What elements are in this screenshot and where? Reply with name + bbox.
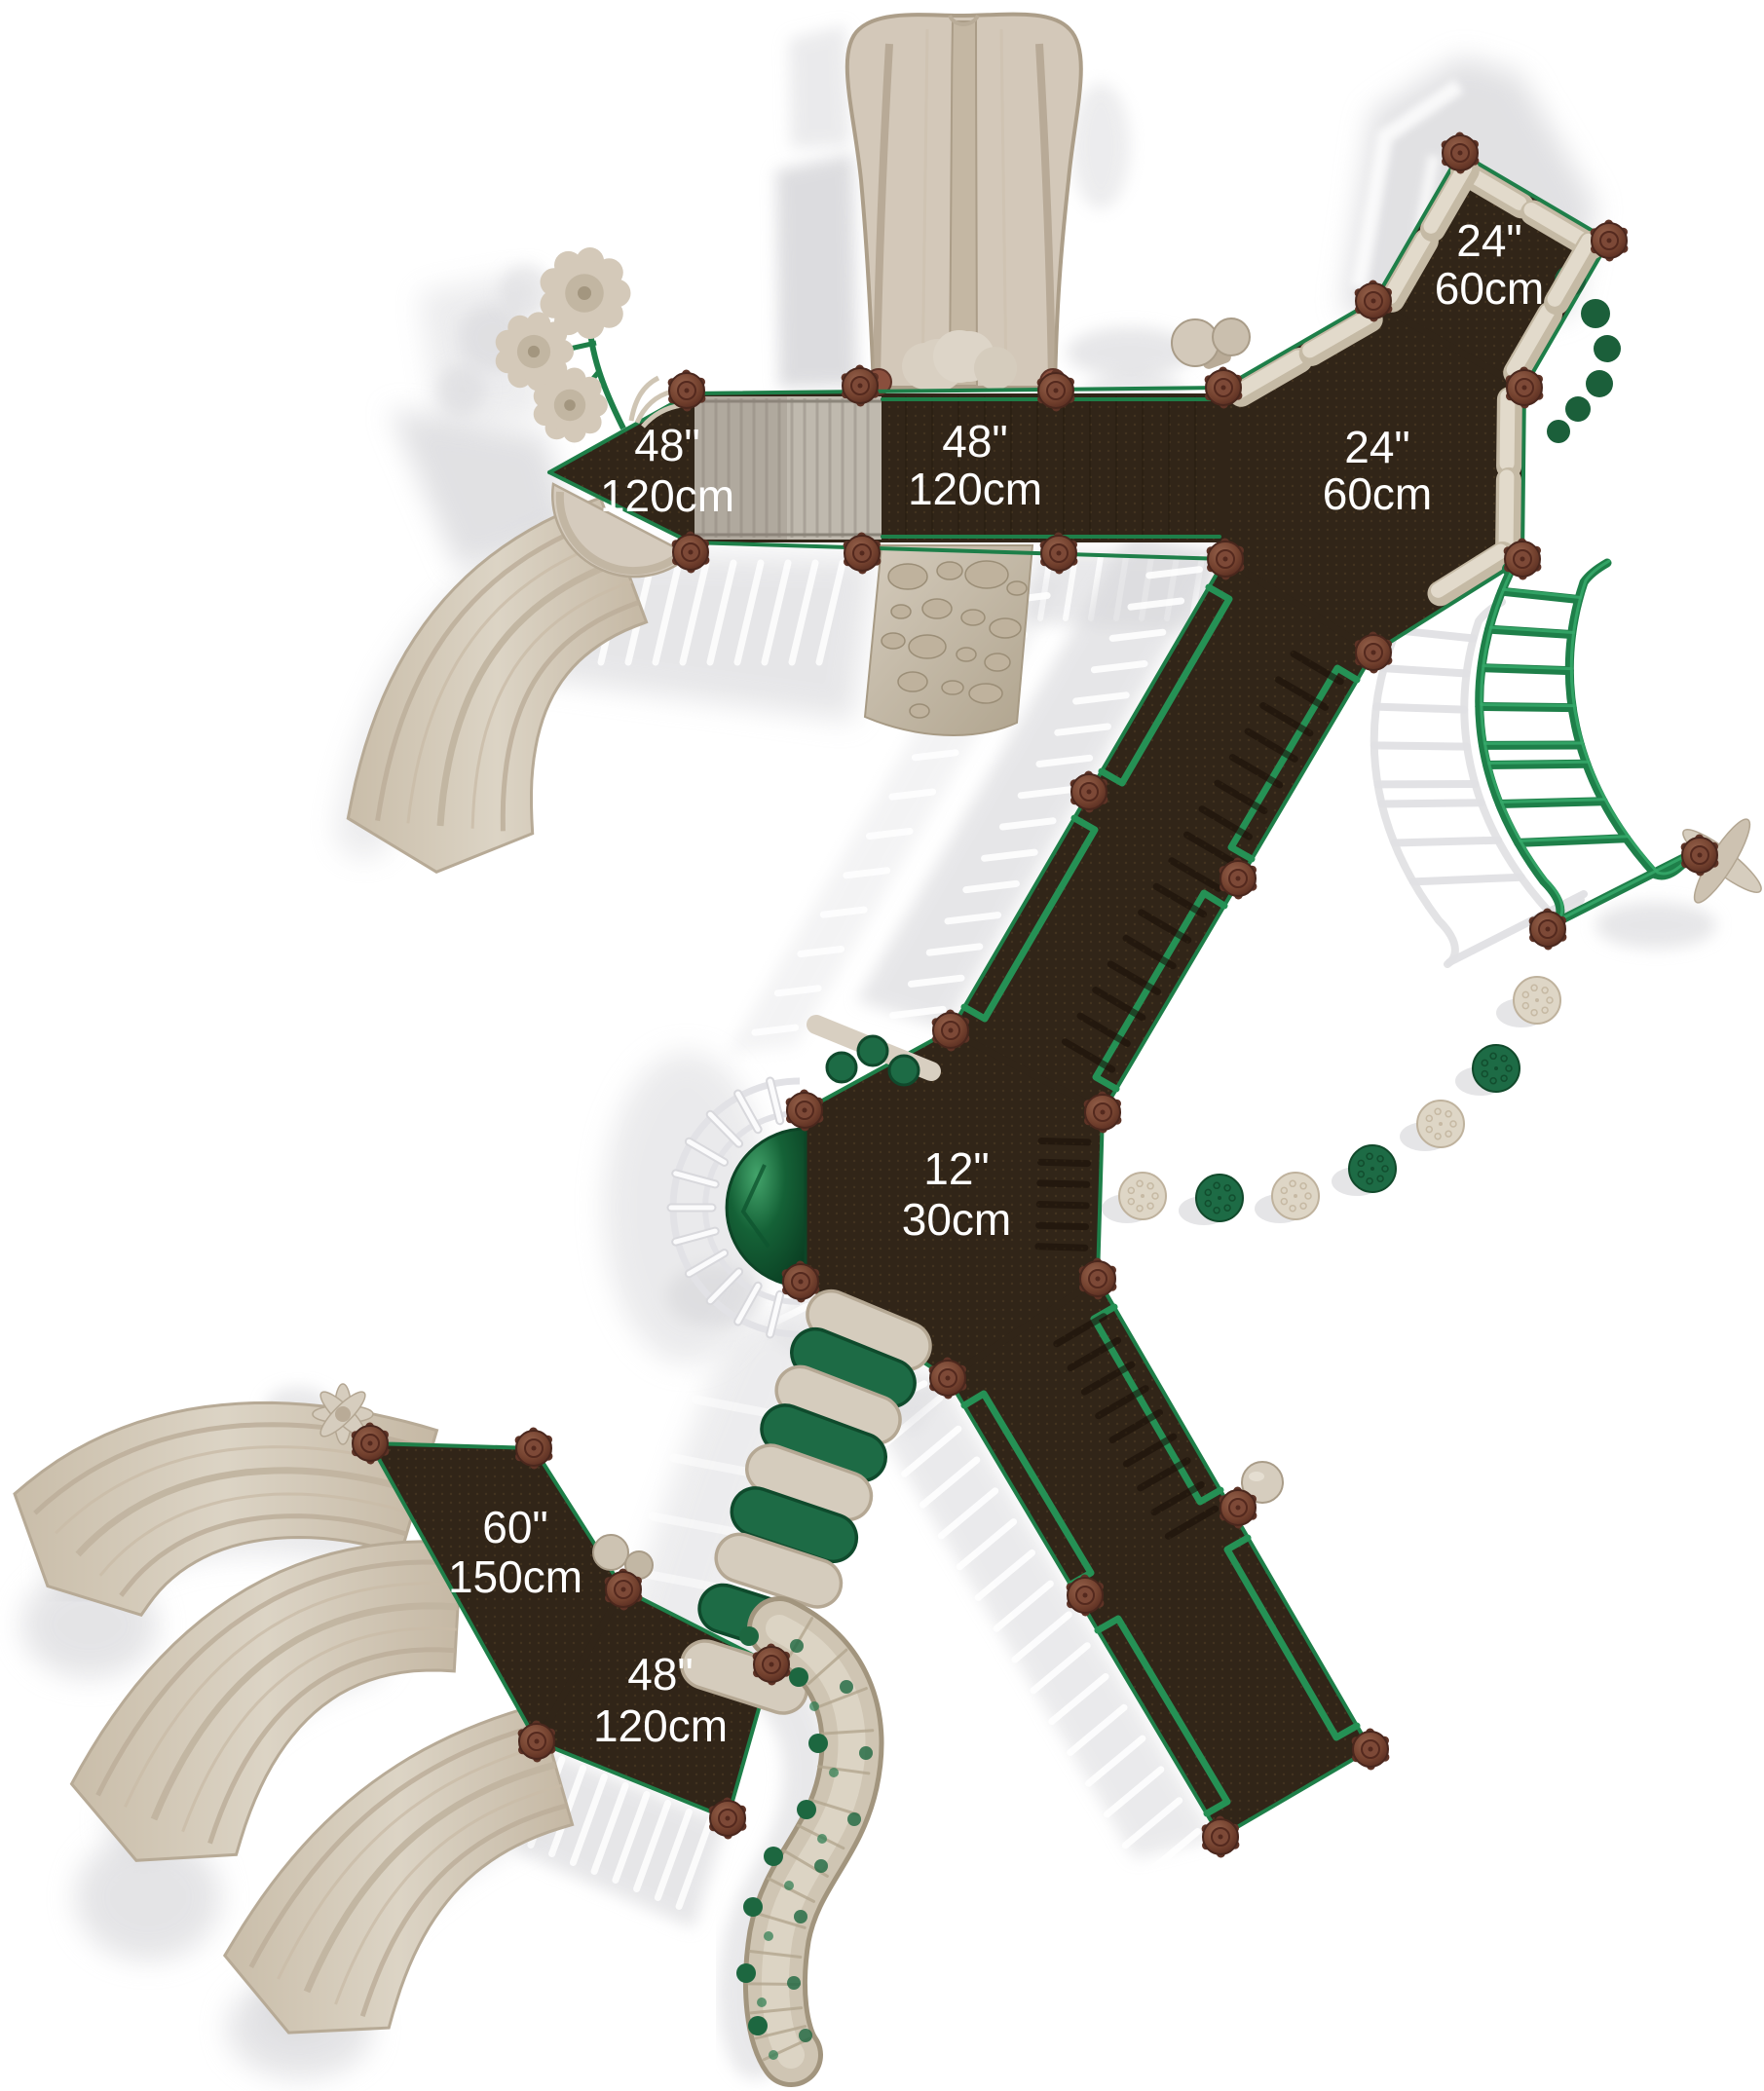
svg-text:48": 48" xyxy=(942,416,1008,467)
svg-text:60cm: 60cm xyxy=(1323,468,1432,519)
svg-text:120cm: 120cm xyxy=(908,464,1042,514)
svg-text:48": 48" xyxy=(634,420,700,470)
svg-text:60": 60" xyxy=(482,1502,548,1552)
svg-text:60cm: 60cm xyxy=(1435,263,1544,314)
svg-text:120cm: 120cm xyxy=(593,1700,728,1751)
svg-text:48": 48" xyxy=(627,1649,694,1699)
svg-text:12": 12" xyxy=(923,1143,990,1194)
svg-text:24": 24" xyxy=(1456,215,1522,266)
svg-text:120cm: 120cm xyxy=(600,470,734,521)
svg-text:150cm: 150cm xyxy=(448,1551,582,1602)
svg-text:24": 24" xyxy=(1344,422,1410,472)
svg-text:30cm: 30cm xyxy=(902,1194,1011,1245)
